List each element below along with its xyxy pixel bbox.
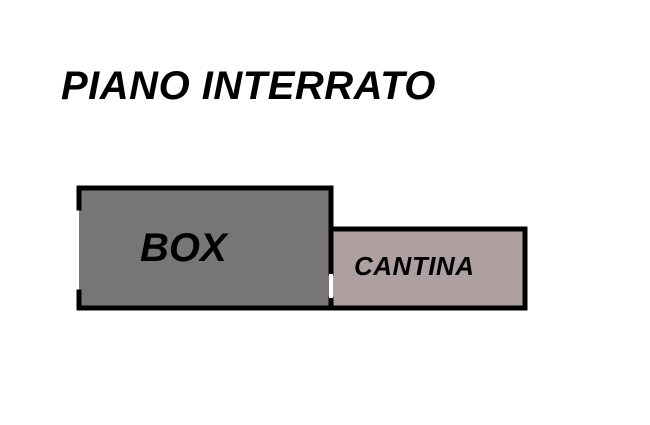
box-room — [79, 188, 331, 308]
cantina-label: CANTINA — [354, 251, 475, 281]
interior-doorway — [329, 274, 333, 298]
cantina-walls — [328, 226, 528, 311]
floor-title: PIANO INTERRATO — [61, 64, 436, 108]
cantina-room — [331, 229, 525, 308]
box-label: BOX — [140, 226, 227, 270]
